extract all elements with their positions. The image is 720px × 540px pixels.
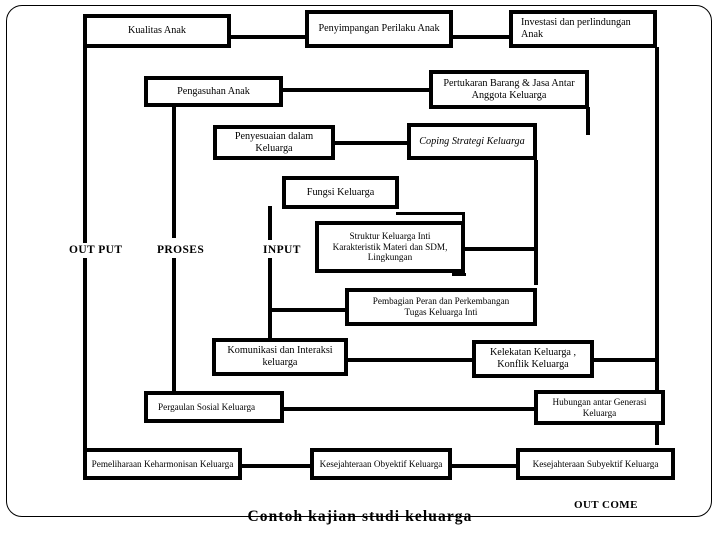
axis-label-input: INPUT — [260, 243, 304, 257]
node-label: Hubungan antar Generasi Keluarga — [552, 396, 647, 418]
node-label: Kelekatan Keluarga , Konflik Keluarga — [489, 347, 577, 370]
axis-label-proses: PROSES — [154, 243, 208, 257]
node-label: Penyimpangan Perilaku Anak — [318, 23, 440, 35]
outcome-label: OUT COME — [574, 499, 638, 511]
connector-pergaulan-to-hubungan — [282, 407, 536, 411]
node-label: Fungsi Keluarga — [306, 186, 375, 198]
node-penyesuaian-dalam-keluarga[interactable]: Penyesuaian dalam Keluarga — [213, 125, 335, 160]
connector-penyesuaian-to-coping — [332, 141, 410, 145]
node-kelekatan-konflik[interactable]: Kelekatan Keluarga , Konflik Keluarga — [472, 340, 594, 378]
connector-input-spine-upper — [268, 206, 272, 240]
connector-obyektif-to-subyektif — [450, 464, 518, 468]
connector-penyimpangan-to-investasi — [450, 35, 512, 39]
node-fungsi-keluarga[interactable]: Fungsi Keluarga — [282, 176, 399, 209]
node-pergaulan-sosial-keluarga[interactable]: Pergaulan Sosial Keluarga — [144, 391, 284, 423]
node-label: Pengasuhan Anak — [177, 85, 250, 97]
connector-komunikasi-to-kelekatan — [348, 358, 474, 362]
connector-input-spine-lower — [268, 258, 272, 340]
connector-struktur-to-coping-spine — [462, 247, 538, 251]
connector-proses-spine-upper — [172, 105, 176, 238]
node-hubungan-antar-generasi[interactable]: Hubungan antar Generasi Keluarga — [534, 390, 665, 425]
connector-pembagian-to-input — [268, 308, 348, 312]
node-label: Pemeliharaan Keharmonisan Keluarga — [91, 458, 234, 469]
connector-output-spine-upper — [83, 45, 87, 245]
connector-pertukaran-tail — [586, 107, 590, 135]
node-pembagian-peran[interactable]: Pembagian Peran dan Perkembangan Tugas K… — [345, 288, 537, 326]
node-kesejahteraan-obyektif[interactable]: Kesejahteraan Obyektif Keluarga — [310, 448, 452, 480]
connector-coping-tail — [534, 160, 538, 285]
node-label: Investasi dan perlindungan Anak — [521, 17, 631, 40]
node-kesejahteraan-subyektif[interactable]: Kesejahteraan Subyektif Keluarga — [516, 448, 675, 480]
connector-right-spine — [655, 47, 659, 445]
node-coping-strategi-keluarga[interactable]: Coping Strategi Keluarga — [407, 123, 537, 160]
node-label: Kesejahteraan Obyektif Keluarga — [319, 458, 443, 469]
node-label: Struktur Keluarga Inti Karakteristik Mat… — [332, 231, 448, 263]
connector-pemeliharaan-to-obyektif — [240, 464, 312, 468]
node-label: Pembagian Peran dan Perkembangan Tugas K… — [372, 296, 510, 317]
connector-proses-spine-lower — [172, 258, 176, 392]
node-label: Kesejahteraan Subyektif Keluarga — [532, 458, 659, 469]
node-label: Penyesuaian dalam Keluarga — [234, 130, 314, 154]
connector-kualitas-to-penyimpangan — [228, 35, 308, 39]
node-komunikasi-interaksi[interactable]: Komunikasi dan Interaksi keluarga — [212, 338, 348, 376]
node-pemeliharaan-keharmonisan[interactable]: Pemeliharaan Keharmonisan Keluarga — [83, 448, 242, 480]
connector-output-spine-lower — [83, 258, 87, 450]
node-label: Kualitas Anak — [127, 25, 186, 37]
connector-fungsi-elbow-bottom — [452, 273, 466, 276]
slide-border-frame — [6, 5, 712, 517]
node-pengasuhan-anak[interactable]: Pengasuhan Anak — [144, 76, 283, 107]
node-struktur-keluarga-inti[interactable]: Struktur Keluarga Inti Karakteristik Mat… — [315, 221, 465, 273]
node-investasi-perlindungan-anak[interactable]: Investasi dan perlindungan Anak — [509, 10, 657, 48]
node-penyimpangan-perilaku-anak[interactable]: Penyimpangan Perilaku Anak — [305, 10, 453, 48]
node-label: Komunikasi dan Interaksi keluarga — [227, 345, 333, 368]
slide-caption: Contoh kajian studi keluarga — [247, 508, 473, 525]
node-label: Pertukaran Barang & Jasa Antar Anggota K… — [443, 77, 575, 101]
axis-label-output: OUT PUT — [66, 243, 126, 257]
connector-pengasuhan-to-pertukaran — [280, 88, 432, 92]
connector-fungsi-elbow-top — [396, 212, 465, 215]
node-label: Coping Strategi Keluarga — [419, 135, 525, 147]
node-kualitas-anak[interactable]: Kualitas Anak — [83, 14, 231, 48]
node-label: Pergaulan Sosial Keluarga — [158, 401, 256, 412]
node-pertukaran-barang-jasa[interactable]: Pertukaran Barang & Jasa Antar Anggota K… — [429, 70, 589, 109]
connector-kelekatan-to-right-spine — [592, 358, 658, 362]
